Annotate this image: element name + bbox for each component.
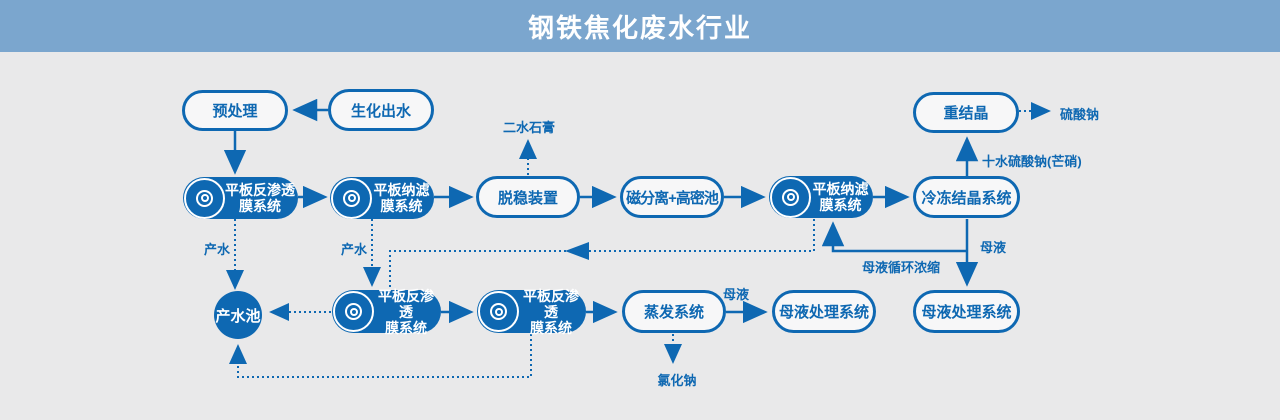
node-nf-left: 平板纳滤 膜系统 xyxy=(330,177,434,219)
label-sodium-sulfate: 硫酸钠 xyxy=(1060,107,1100,122)
bullseye-disc-icon xyxy=(478,291,519,332)
node-label: 磁分离+高密池 xyxy=(626,189,719,207)
bullseye-disc-icon xyxy=(331,177,372,219)
node-product-water-pool: 产水池 xyxy=(214,291,262,339)
node-label: 平板纳滤 膜系统 xyxy=(811,181,873,213)
label-line1: 平板反渗透 xyxy=(378,287,434,320)
flow-nf-right-product-water-loop xyxy=(389,219,815,289)
node-label: 脱稳装置 xyxy=(497,189,558,207)
label-line2: 膜系统 xyxy=(819,197,862,213)
node-label: 重结晶 xyxy=(943,105,989,122)
label-line1: 平板反渗透 xyxy=(225,182,295,198)
node-label: 蒸发系统 xyxy=(643,304,704,321)
label-sodium-chloride: 氯化钠 xyxy=(657,373,697,388)
node-label: 平板纳滤 膜系统 xyxy=(372,182,434,214)
label-gypsum: 二水石膏 xyxy=(502,120,556,135)
bullseye-disc-icon xyxy=(333,291,374,332)
label-line2: 膜系统 xyxy=(380,198,423,214)
label-mother-liquor-mid: 母液 xyxy=(723,287,750,302)
node-ml-treatment-right: 母液处理系统 xyxy=(913,290,1020,333)
node-evaporation: 蒸发系统 xyxy=(622,290,726,333)
flow-ro-bottom2-product-loop-to-pool xyxy=(229,334,532,378)
node-label: 平板反渗透 膜系统 xyxy=(374,288,441,336)
node-magnetic-separation: 磁分离+高密池 xyxy=(620,176,724,218)
node-label: 冷冻结晶系统 xyxy=(921,189,1012,207)
label-line2: 膜系统 xyxy=(239,198,281,214)
bullseye-disc-icon xyxy=(770,176,811,218)
node-ml-treatment-mid: 母液处理系统 xyxy=(772,290,876,333)
label-glauber-salt: 十水硫酸钠(芒硝) xyxy=(982,154,1082,169)
label-product-water-2: 产水 xyxy=(341,242,368,257)
node-label: 产水池 xyxy=(215,307,261,325)
label-line2: 膜系统 xyxy=(530,319,572,336)
header-bar: 钢铁焦化废水行业 xyxy=(0,0,1280,52)
bullseye-disc-icon xyxy=(184,177,225,219)
flow-ml-recycle-to-nf-right xyxy=(821,221,967,253)
node-label: 预处理 xyxy=(212,103,258,120)
node-recrystallization: 重结晶 xyxy=(913,92,1019,133)
label-line1: 平板纳滤 xyxy=(812,181,869,197)
node-bio-effluent: 生化出水 xyxy=(328,89,434,131)
node-ro-top: 平板反渗透 膜系统 xyxy=(183,177,298,219)
label-product-water-1: 产水 xyxy=(204,242,231,257)
node-freeze-crystallization: 冷冻结晶系统 xyxy=(913,176,1020,218)
node-ro-bottom-1: 平板反渗透 膜系统 xyxy=(332,288,441,336)
node-label: 生化出水 xyxy=(350,102,411,120)
node-ro-bottom-2: 平板反渗透 膜系统 xyxy=(477,288,586,336)
node-pretreatment: 预处理 xyxy=(182,90,288,131)
label-line1: 平板反渗透 xyxy=(523,287,579,320)
node-nf-right: 平板纳滤 膜系统 xyxy=(769,176,873,218)
label-line2: 膜系统 xyxy=(385,319,427,336)
node-label: 母液处理系统 xyxy=(778,304,869,321)
node-destabilizer: 脱稳装置 xyxy=(476,176,580,218)
page-title: 钢铁焦化废水行业 xyxy=(527,12,752,43)
label-ml-recycle-concentrate: 母液循环浓缩 xyxy=(862,260,941,275)
label-line1: 平板纳滤 xyxy=(373,182,430,198)
node-label: 平板反渗透 膜系统 xyxy=(519,288,586,336)
node-label: 母液处理系统 xyxy=(921,304,1012,321)
label-mother-liquor-right: 母液 xyxy=(980,240,1007,255)
mid-line-left-arrowhead xyxy=(565,242,589,260)
node-label: 平板反渗透 膜系统 xyxy=(225,182,298,214)
